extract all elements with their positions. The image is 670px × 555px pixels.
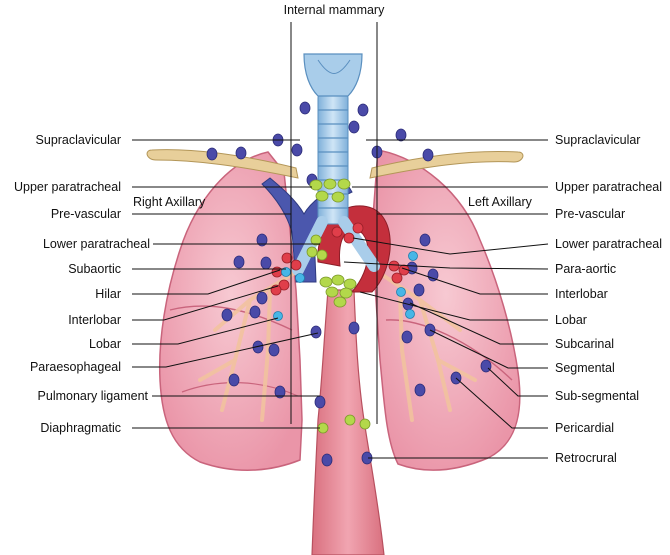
labels-right: Supraclavicular Upper paratracheal Pre-v… xyxy=(555,133,662,465)
thoracic-anatomy xyxy=(146,53,524,555)
label-right-upper-paratracheal: Upper paratracheal xyxy=(555,180,662,194)
label-left-upper-paratracheal: Upper paratracheal xyxy=(14,180,121,194)
lymph-nodes xyxy=(206,101,492,467)
leader-lines-left xyxy=(132,139,320,429)
leader-lines-right xyxy=(343,139,549,459)
label-right-interlobar: Interlobar xyxy=(555,287,608,301)
labels-left: Supraclavicular Upper paratracheal Pre-v… xyxy=(14,133,150,435)
label-right-segmental: Segmental xyxy=(555,361,615,375)
label-left-pre-vascular: Pre-vascular xyxy=(51,207,121,221)
label-left-diaphragmatic: Diaphragmatic xyxy=(40,421,121,435)
left-clavicle xyxy=(369,151,524,179)
label-left-hilar: Hilar xyxy=(95,287,121,301)
label-left-axillary: Left Axillary xyxy=(468,195,533,209)
label-left-paraesophageal: Paraesophageal xyxy=(30,360,121,374)
label-left-interlobar: Interlobar xyxy=(68,313,121,327)
label-left-lower-paratracheal: Lower paratracheal xyxy=(43,237,150,251)
label-right-retrocrural: Retrocrural xyxy=(555,451,617,465)
label-right-sub-segmental: Sub-segmental xyxy=(555,389,639,403)
right-clavicle xyxy=(146,149,299,179)
larynx xyxy=(303,53,363,97)
label-right-pericardial: Pericardial xyxy=(555,421,614,435)
label-right-pre-vascular: Pre-vascular xyxy=(555,207,625,221)
label-left-pulmonary-ligament: Pulmonary ligament xyxy=(38,389,149,403)
label-right-lobar: Lobar xyxy=(555,313,587,327)
label-left-lobar: Lobar xyxy=(89,337,121,351)
label-left-subaortic: Subaortic xyxy=(68,262,121,276)
label-right-para-aortic: Para-aortic xyxy=(555,262,616,276)
title-internal-mammary: Internal mammary xyxy=(284,3,385,17)
label-right-subcarinal: Subcarinal xyxy=(555,337,614,351)
internal-mammary-lines xyxy=(290,22,378,424)
label-left-supraclavicular: Supraclavicular xyxy=(36,133,121,147)
label-right-axillary: Right Axillary xyxy=(133,195,206,209)
label-right-supraclavicular: Supraclavicular xyxy=(555,133,640,147)
label-right-lower-paratracheal: Lower paratracheal xyxy=(555,237,662,251)
